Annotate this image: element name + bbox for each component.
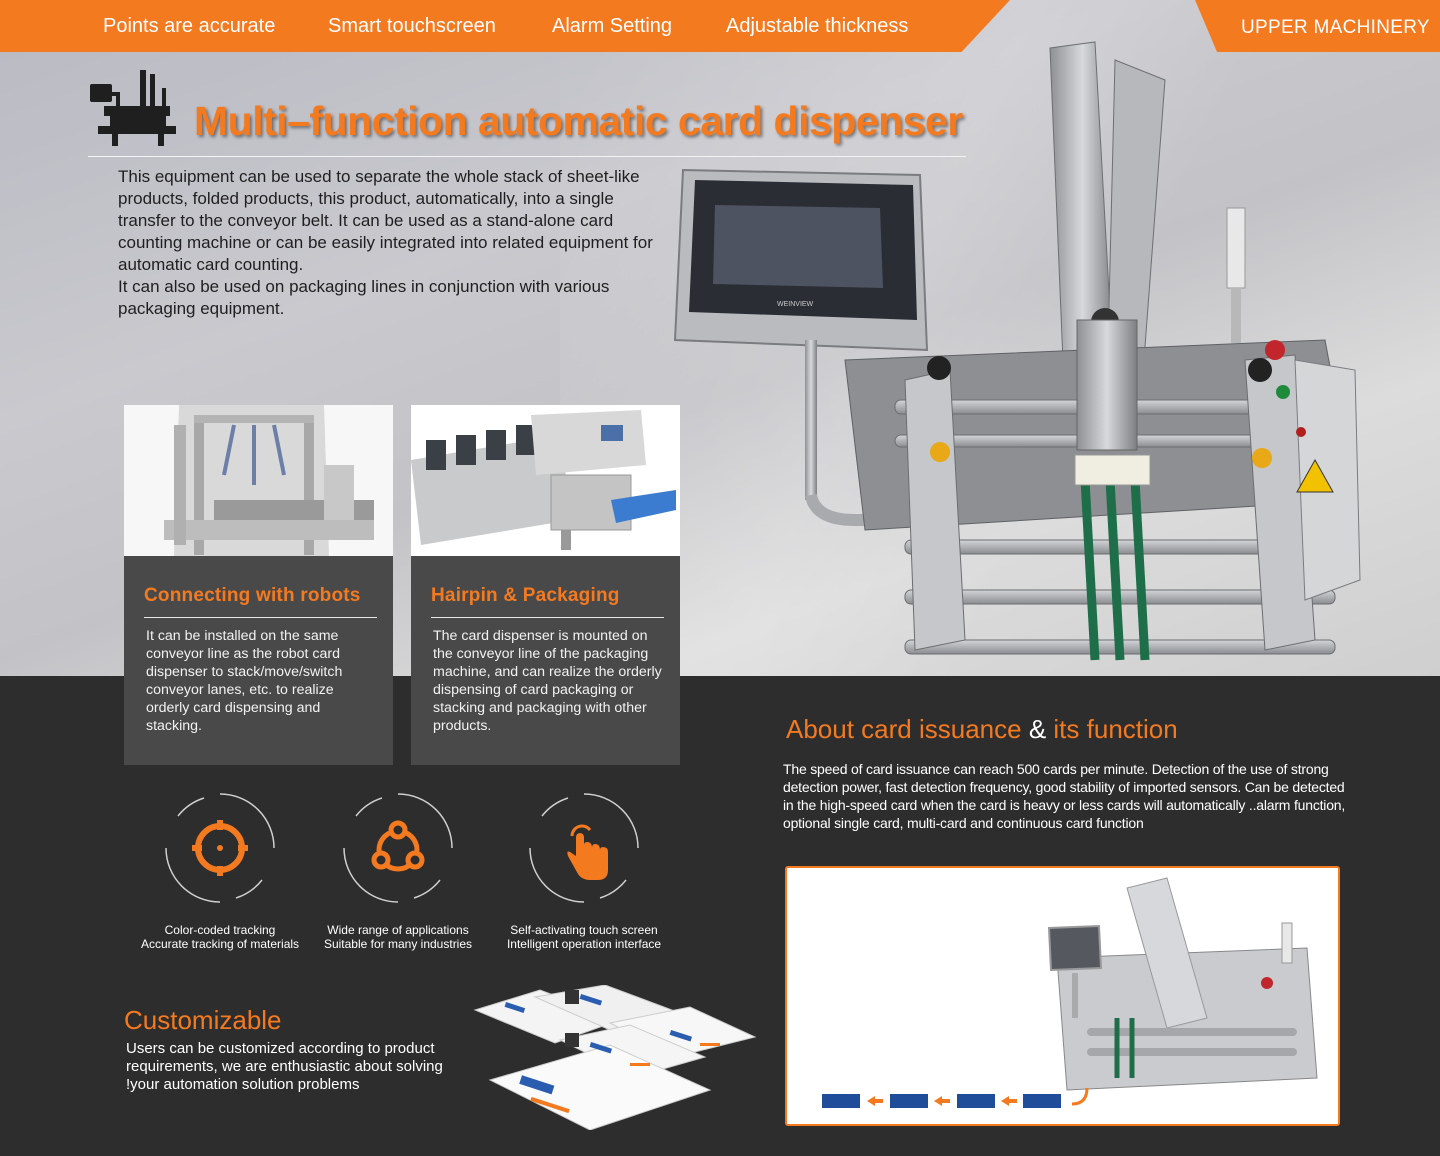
- customizable-title: Customizable: [124, 1005, 282, 1035]
- nav-item-alarm-setting[interactable]: Alarm Setting: [552, 15, 673, 37]
- touch-hand-icon: [529, 793, 639, 903]
- feature-line1: Self-activating touch screen: [510, 923, 658, 937]
- feature-touch-screen: Self-activating touch screen Intelligent…: [494, 792, 674, 952]
- arrow-icons: [867, 1087, 1089, 1106]
- feature-color-tracking: Color-coded tracking Accurate tracking o…: [130, 792, 310, 952]
- about-title-ampersand: &: [1028, 714, 1047, 744]
- about-title-part2: its function: [1053, 714, 1178, 744]
- about-title: About card issuance & its function: [786, 714, 1178, 745]
- packaging-line-photo: [411, 405, 680, 556]
- nav-item-smart-touchscreen[interactable]: Smart touchscreen: [328, 15, 496, 37]
- nav-item-adjustable-thickness[interactable]: Adjustable thickness: [726, 15, 909, 37]
- card-divider: [431, 617, 664, 618]
- card-title-robots: Connecting with robots: [144, 585, 361, 606]
- crosshair-icon: [165, 793, 275, 903]
- screen-brand-label: WEINVIEW: [777, 301, 814, 308]
- feature-line2: Accurate tracking of materials: [140, 937, 300, 951]
- feature-card-robots: Connecting with robots It can be install…: [124, 405, 393, 765]
- network-icon: [343, 793, 453, 903]
- intro-text: This equipment can be used to separate t…: [118, 167, 653, 318]
- title-divider: [88, 156, 966, 157]
- feature-line1: Color-coded tracking: [164, 923, 276, 937]
- nav-item-points-accurate[interactable]: Points are accurate: [103, 15, 276, 37]
- page-title: Multi–function automatic card dispenser: [194, 98, 963, 144]
- feature-applications: Wide range of applications Suitable for …: [308, 792, 488, 952]
- card-divider: [144, 617, 377, 618]
- brand-name[interactable]: UPPER MACHINERY: [1241, 17, 1430, 38]
- card-text-packaging: The card dispenser is mounted on the con…: [433, 628, 662, 734]
- top-nav-bar: [0, 0, 1010, 52]
- robot-line-photo: [124, 405, 393, 556]
- about-text: The speed of card issuance can reach 500…: [783, 761, 1346, 831]
- feature-line2: Intelligent operation interface: [506, 937, 662, 951]
- card-flow-diagram-image: [785, 866, 1340, 1126]
- customizable-text: Users can be customized according to pro…: [126, 1040, 443, 1093]
- feature-card-packaging: Hairpin & Packaging The card dispenser i…: [411, 405, 680, 765]
- card-dispenser-machine-image: WEINVIEW: [673, 41, 1361, 661]
- brand-bar: [1195, 0, 1440, 52]
- about-title-part1: About card issuance: [786, 714, 1022, 744]
- card-title-packaging: Hairpin & Packaging: [431, 585, 620, 606]
- card-text-robots: It can be installed on the same conveyor…: [146, 628, 343, 734]
- card-flow-illustration: [787, 868, 1338, 1124]
- machine-silhouette-icon: [90, 70, 176, 146]
- feature-line2: Suitable for many industries: [323, 937, 473, 951]
- business-cards-image: [473, 985, 757, 1130]
- feature-line1: Wide range of applications: [327, 923, 469, 937]
